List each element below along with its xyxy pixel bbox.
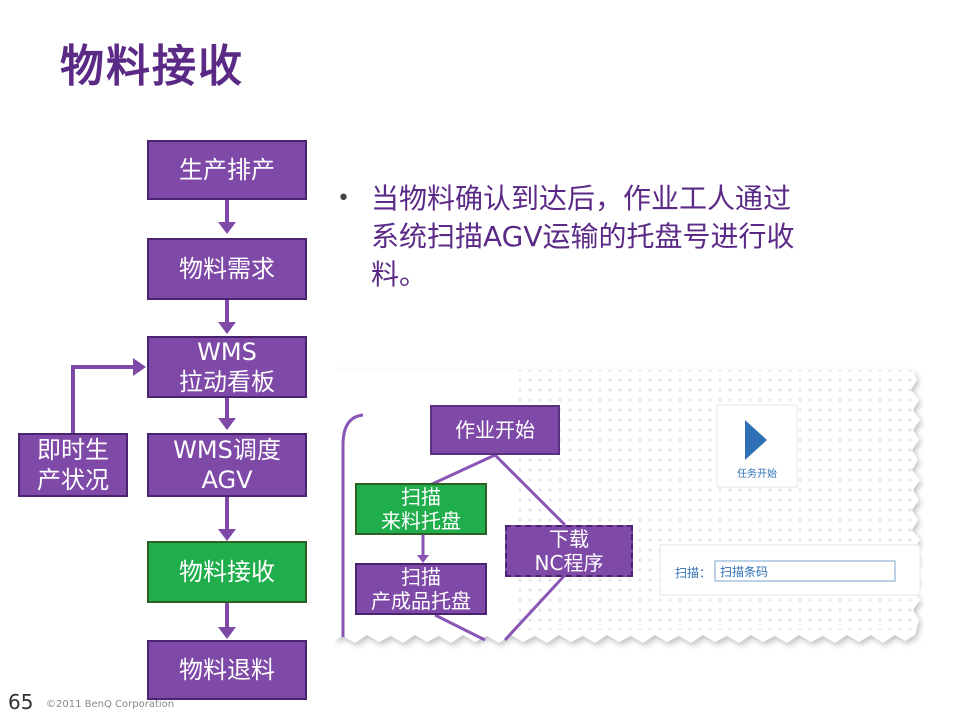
flow-step-wms-agv: WMS调度 AGV bbox=[147, 433, 307, 497]
feedback-connector-vertical bbox=[71, 365, 75, 433]
download-box-label: 下载 bbox=[549, 527, 589, 551]
page-number: 65 bbox=[8, 690, 34, 714]
flow-arrowhead bbox=[218, 418, 236, 430]
bullet-dot-icon: • bbox=[337, 186, 350, 211]
flow-arrowhead bbox=[218, 529, 236, 541]
flow-arrowhead bbox=[218, 627, 236, 639]
flow-step-label: AGV bbox=[201, 466, 253, 494]
side-box-label: 即时生 bbox=[37, 436, 109, 464]
scan-product-label: 扫描 bbox=[401, 565, 441, 589]
feedback-connector-horizontal bbox=[71, 365, 133, 369]
flow-arrowhead bbox=[218, 222, 236, 234]
flow-connector bbox=[225, 200, 229, 222]
bullet-point: • 当物料确认到达后，作业工人通过 系统扫描AGV运输的托盘号进行收 料。 bbox=[337, 180, 857, 294]
flow-step-label: 物料退料 bbox=[179, 656, 275, 684]
flow-arrowhead bbox=[218, 322, 236, 334]
side-box-label: 产状况 bbox=[37, 466, 109, 494]
flow-step-label: WMS调度 bbox=[173, 436, 281, 464]
flow-step-material-demand: 物料需求 bbox=[147, 238, 307, 300]
copyright-notice: ©2011 BenQ Corporation bbox=[46, 699, 175, 710]
scan-box-label: 扫描 bbox=[401, 485, 441, 509]
start-job-box: 作业开始 bbox=[430, 405, 560, 455]
flow-step-production-scheduling: 生产排产 bbox=[147, 140, 307, 200]
embedded-screenshot: 作业开始 扫描 来料托盘 下载 NC程序 扫描 产成品托盘 任务开始 扫描： 扫… bbox=[335, 365, 925, 650]
flow-step-label: 生产排产 bbox=[179, 156, 275, 184]
bullet-text-line: 当物料确认到达后，作业工人通过 bbox=[371, 182, 792, 215]
scan-incoming-pallet-box: 扫描 来料托盘 bbox=[355, 483, 487, 535]
feedback-arrowhead bbox=[133, 358, 146, 376]
flow-step-label: 物料接收 bbox=[179, 558, 275, 586]
flow-step-label: 物料需求 bbox=[179, 255, 275, 283]
flow-step-wms-kanban: WMS 拉动看板 bbox=[147, 336, 307, 398]
flow-connector bbox=[225, 300, 229, 322]
flow-connector bbox=[225, 497, 229, 529]
flow-step-label: 拉动看板 bbox=[179, 368, 275, 396]
scan-product-pallet-box: 扫描 产成品托盘 bbox=[355, 563, 487, 615]
bullet-text-line: 系统扫描AGV运输的托盘号进行收 bbox=[371, 220, 795, 253]
play-icon bbox=[745, 420, 767, 460]
realtime-production-status-box: 即时生 产状况 bbox=[18, 433, 128, 497]
bullet-text-line: 料。 bbox=[371, 258, 428, 291]
start-job-label: 作业开始 bbox=[455, 418, 535, 442]
download-box-label: NC程序 bbox=[534, 551, 604, 575]
scan-field-label: 扫描： bbox=[675, 566, 712, 580]
scan-barcode-input[interactable]: 扫描条码 bbox=[720, 565, 769, 579]
flow-connector bbox=[225, 398, 229, 418]
flow-connector bbox=[225, 603, 229, 627]
task-start-label: 任务开始 bbox=[737, 469, 777, 480]
scan-box-label: 来料托盘 bbox=[381, 509, 461, 533]
slide-title: 物料接收 bbox=[60, 41, 244, 92]
scan-product-label: 产成品托盘 bbox=[371, 589, 471, 613]
flow-step-label: WMS bbox=[197, 338, 257, 366]
flow-step-material-return: 物料退料 bbox=[147, 640, 307, 700]
download-nc-program-box: 下载 NC程序 bbox=[505, 525, 633, 577]
flow-step-material-receiving: 物料接收 bbox=[147, 541, 307, 603]
